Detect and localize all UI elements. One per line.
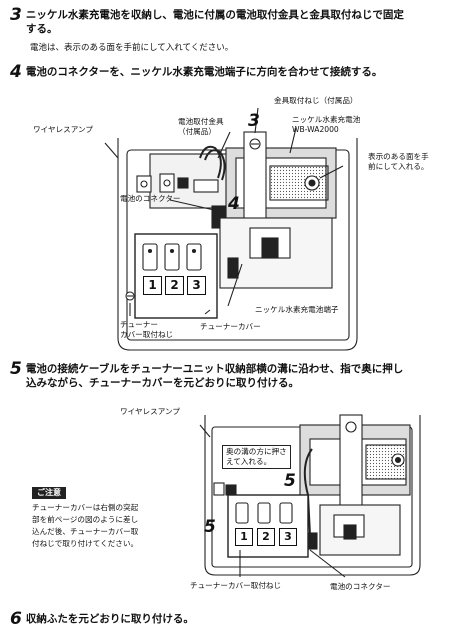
slot-label: 3 (187, 276, 206, 295)
step-number: 4 (10, 62, 22, 82)
caution-tag: ご注意 (32, 487, 66, 499)
slot-label: 1 (235, 528, 253, 546)
caution-line: 込んだ後、チューナーカバー取 (32, 527, 139, 536)
step4-title: 電池のコネクターを、ニッケル水素充電池端子に方向を合わせて接続する。 (25, 66, 383, 78)
label-connector-2: 電池のコネクター (330, 582, 391, 591)
caution-line: 付ねじで取り付けてください。 (32, 539, 139, 548)
figure-cover-install (199, 414, 421, 578)
step3-title-line1: ニッケル水素充電池を収納し、電池に付属の電池取付金具と金具取付ねじで固定 (25, 9, 404, 21)
step3-note: 電池は、表示のある面を手前にして入れてください。 (30, 43, 234, 53)
marker-3: 3 (248, 111, 260, 131)
label-connector: 電池のコネクター (120, 194, 181, 203)
caution-box: ご注意 チューナーカバーは右側の突起 部を前ページの図のように差し 込んだ後、チ… (32, 487, 192, 550)
callout-line2: えて入れる。 (226, 457, 272, 466)
marker-5-left: 5 (204, 517, 216, 537)
step5-title-line2: 込みながら、チューナーカバーを元どおりに取り付ける。 (26, 377, 299, 389)
marker-4: 4 (228, 194, 240, 214)
slot-label: 1 (143, 276, 162, 295)
label-cover-screw-line2: カバー取付ねじ (120, 330, 174, 339)
callout-line1: 奥の溝の方に押さ (226, 447, 287, 456)
callout-push: 奥の溝の方に押さ えて入れる。 (222, 445, 291, 469)
step-number: 3 (10, 5, 22, 25)
label-bracket: 電池取付金具 （付属品） (178, 117, 224, 137)
step-number: 5 (10, 359, 22, 379)
label-face-line1: 表示のある面を手 (368, 152, 429, 161)
label-terminal: ニッケル水素充電池端子 (255, 305, 339, 314)
label-screw: 金具取付ねじ（付属品） (274, 96, 358, 105)
caution-line: 部を前ページの図のように差し (32, 515, 139, 524)
step-number: 6 (10, 609, 22, 629)
caution-line: チューナーカバーは右側の突起 (32, 503, 139, 512)
label-face: 表示のある面を手 前にして入れる。 (368, 152, 429, 172)
label-amp-2: ワイヤレスアンプ (120, 407, 180, 416)
step6-title: 収納ふたを元どおりに取り付ける。 (25, 613, 194, 625)
label-cover: チューナーカバー (200, 322, 261, 331)
label-battery-line1: ニッケル水素充電池 (292, 115, 361, 124)
label-cover-screw-line1: チューナー (120, 320, 158, 329)
marker-5-top: 5 (284, 471, 296, 491)
label-battery: ニッケル水素充電池 WB-WA2000 (292, 115, 360, 135)
slot-label: 3 (279, 528, 297, 546)
label-cover-screw: チューナー カバー取付ねじ (120, 320, 173, 340)
label-battery-line2: WB-WA2000 (292, 125, 339, 134)
slot-label: 2 (165, 276, 184, 295)
step3-title-line2: する。 (26, 23, 58, 35)
label-cover-screw-2: チューナーカバー取付ねじ (190, 581, 282, 590)
label-bracket-line1: 電池取付金具 (178, 117, 224, 126)
slot-label: 2 (257, 528, 275, 546)
label-face-line2: 前にして入れる。 (368, 162, 429, 171)
figure-battery-install (104, 107, 358, 351)
step5-title-line1: 電池の接続ケーブルをチューナーユニット収納部横の溝に沿わせ、指で奥に押し (25, 363, 404, 375)
label-amp: ワイヤレスアンプ (33, 125, 93, 134)
label-bracket-line2: （付属品） (178, 127, 216, 136)
